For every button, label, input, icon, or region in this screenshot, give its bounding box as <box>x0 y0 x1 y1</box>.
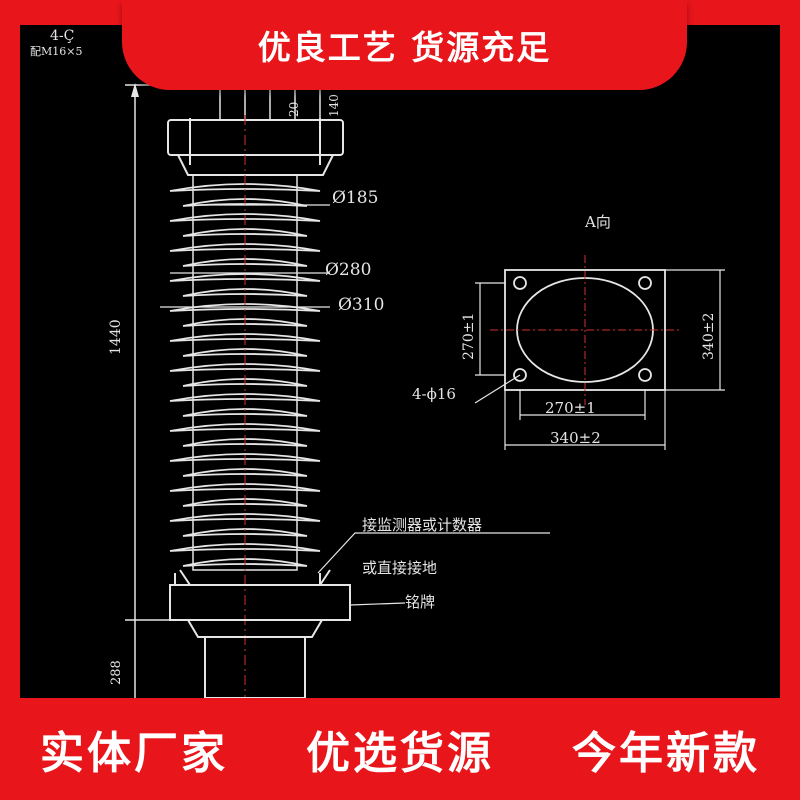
shed-ring <box>182 528 308 537</box>
shed-ring <box>169 543 321 552</box>
shed-ring <box>169 483 321 492</box>
plate-inner-horizontal-label: 270±1 <box>545 399 596 417</box>
plate-outer-vertical-label: 340±2 <box>701 313 717 360</box>
shed-ring <box>169 303 321 312</box>
top-left-note-1: 4-Ç <box>50 28 74 44</box>
shed-ring <box>169 213 321 222</box>
shed-ring <box>182 288 308 297</box>
diameter-310-label: Ø310 <box>338 295 384 315</box>
plate-outer-horizontal-label: 340±2 <box>550 429 601 447</box>
diameter-280-label: Ø280 <box>325 260 371 280</box>
note-leaders <box>317 532 550 606</box>
shed-ring <box>182 378 308 387</box>
shed-ring <box>169 243 321 252</box>
shed-ring <box>182 408 308 417</box>
diameter-185-label: Ø185 <box>332 188 378 208</box>
plate-inner-vertical-label: 270±1 <box>461 313 477 360</box>
shed-ring <box>169 363 321 372</box>
slogan-new: 今年新款 <box>572 728 760 779</box>
shed-ring <box>169 273 321 282</box>
shed-ring <box>182 318 308 327</box>
total-height-dimension <box>125 83 170 698</box>
shed-ring <box>169 393 321 402</box>
plate-dimensions <box>474 269 725 450</box>
banner-text: 优良工艺 货源充足 <box>257 28 552 67</box>
shed-ring <box>169 453 321 462</box>
shed-ring <box>182 558 308 567</box>
shed-ring <box>182 348 308 357</box>
height-top-label: 140 <box>327 94 341 117</box>
shed-ring <box>182 438 308 447</box>
slogan-factory: 实体厂家 <box>40 728 228 779</box>
shed-ring <box>169 333 321 342</box>
height-total-label: 1440 <box>108 319 124 355</box>
shed-ring <box>182 228 308 237</box>
shed-ring <box>182 468 308 477</box>
hole-spec-label: 4-ϕ16 <box>412 385 456 403</box>
technical-drawing: 4-Ç 配M16×5 1440 288 20 140 <box>20 25 780 698</box>
note-counter: 接监测器或计数器 <box>362 516 482 534</box>
top-banner: 优良工艺 货源充足 <box>122 0 687 90</box>
slogan-supply: 优选货源 <box>306 728 494 779</box>
shed-ring <box>182 198 308 207</box>
diameter-callouts <box>160 204 330 308</box>
height-base-label: 288 <box>109 660 124 685</box>
height-small-label: 20 <box>287 102 301 117</box>
note-nameplate: 铭牌 <box>405 593 435 611</box>
shed-ring <box>169 513 321 522</box>
top-flange <box>167 118 344 176</box>
view-a-title: A向 <box>584 213 611 231</box>
mounting-plate-center-lines <box>490 255 680 405</box>
note-ground: 或直接接地 <box>362 559 437 577</box>
top-left-note-2: 配M16×5 <box>30 45 82 58</box>
shed-ring <box>169 183 321 192</box>
shed-ring <box>182 498 308 507</box>
shed-ring <box>182 258 308 267</box>
shed-ring <box>169 423 321 432</box>
base-flange <box>169 569 351 698</box>
bottom-slogan-bar: 实体厂家 优选货源 今年新款 <box>0 698 800 800</box>
